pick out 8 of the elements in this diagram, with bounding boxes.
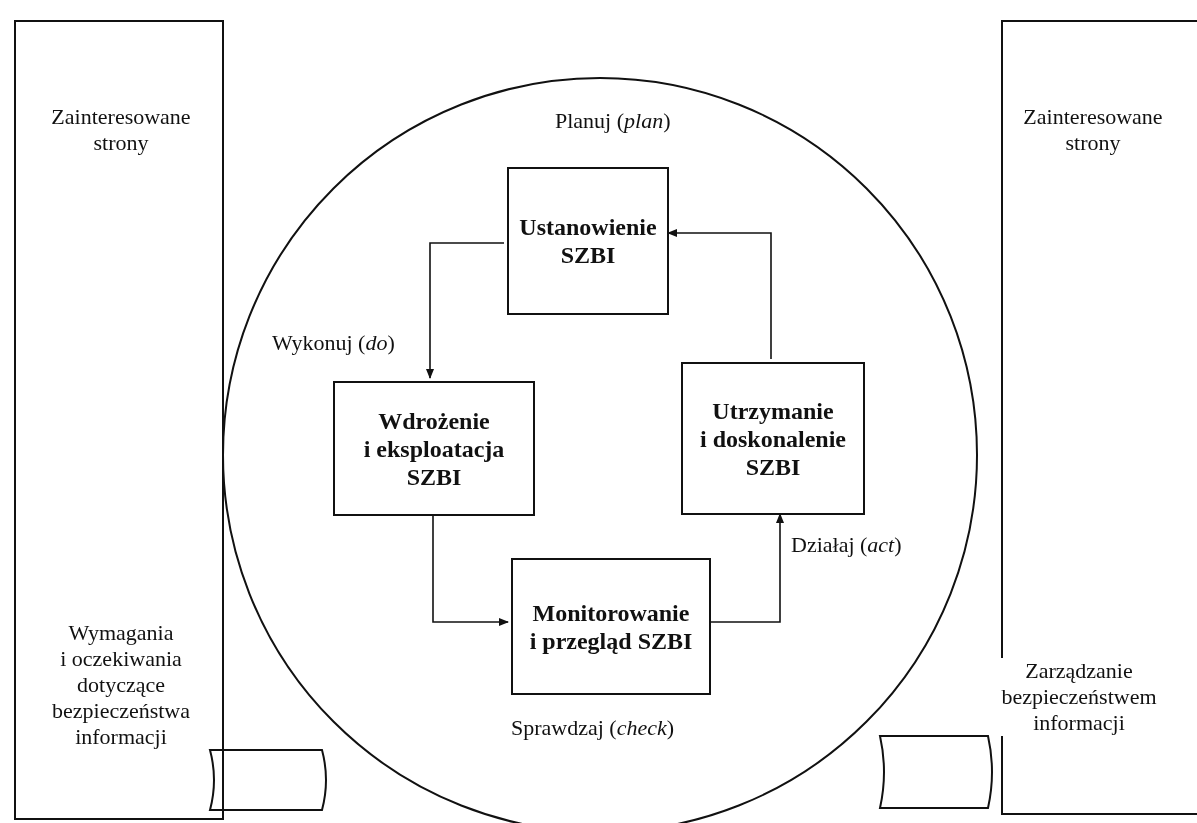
process-box: Utrzymanie i doskonalenie SZBI bbox=[681, 362, 865, 515]
stakeholder-band bbox=[14, 20, 224, 820]
process-box: Wdrożenie i eksploatacja SZBI bbox=[333, 381, 535, 516]
process-box: Ustanowienie SZBI bbox=[507, 167, 669, 315]
arrow bbox=[432, 514, 509, 626]
process-box: Monitorowanie i przegląd SZBI bbox=[511, 558, 711, 695]
arrow bbox=[426, 242, 505, 379]
circle-outline bbox=[222, 77, 978, 823]
